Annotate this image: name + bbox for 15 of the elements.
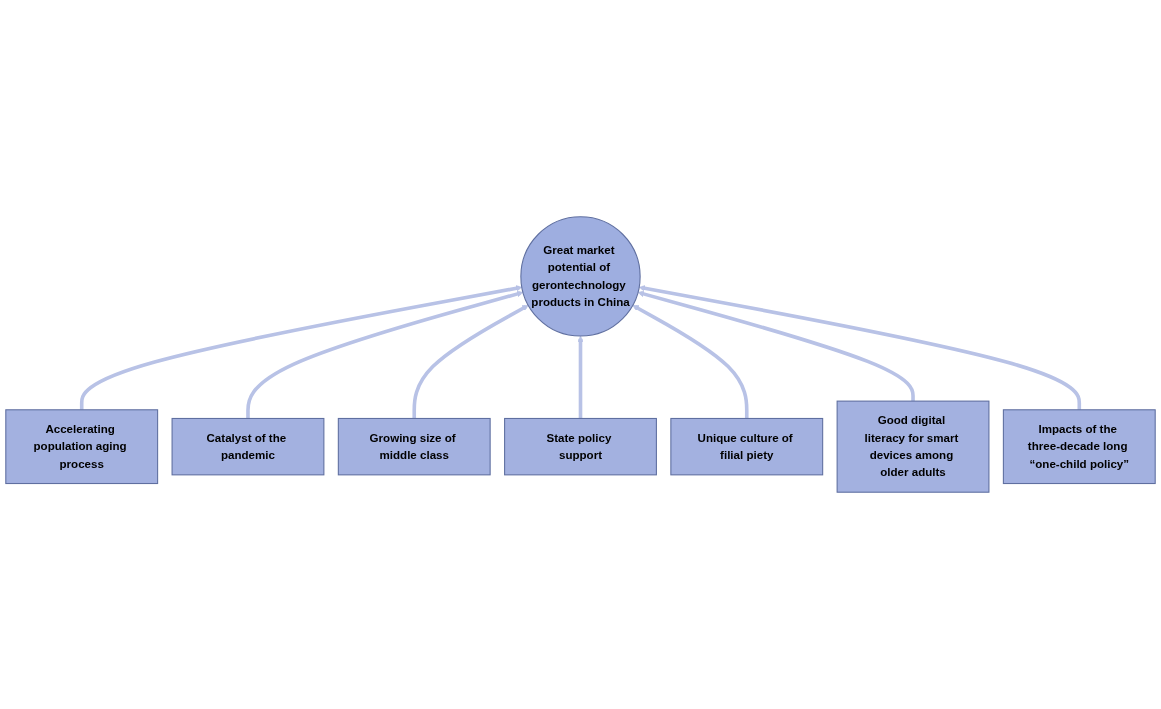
arrow <box>79 285 523 410</box>
arrow <box>632 305 749 419</box>
node-box: Growing size of middle class <box>337 417 491 476</box>
node-box: Unique culture of filial piety <box>670 417 824 476</box>
arrow <box>638 285 1082 410</box>
arrow <box>577 335 584 419</box>
node-box: Catalyst of the pandemic <box>171 417 325 476</box>
node-box: State policy support <box>504 417 657 476</box>
arrow <box>246 290 524 419</box>
arrow <box>412 305 529 419</box>
node-box: Accelerating population aging process <box>5 409 159 485</box>
arrow <box>637 290 915 402</box>
node-box: Impacts of the three-decade long “one-child policy” <box>1002 409 1156 485</box>
node-circle: Great market potential of gerontechnology products in China <box>520 216 641 337</box>
node-box: Good digital literacy for smart devices among older adults <box>836 400 990 493</box>
